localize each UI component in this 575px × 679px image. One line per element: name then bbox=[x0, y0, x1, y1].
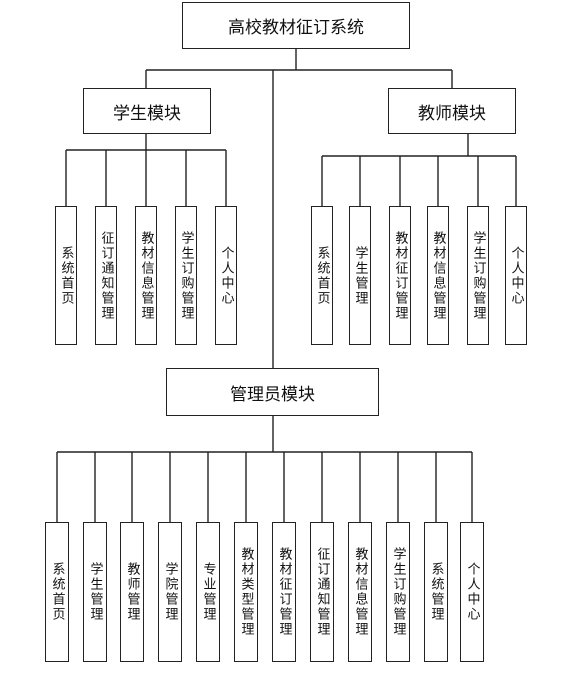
student-item-node: 教材信息管理 bbox=[135, 206, 157, 345]
student-module-node: 学生模块 bbox=[83, 88, 211, 134]
admin-item-node: 专业管理 bbox=[196, 522, 220, 662]
teacher-item-label: 教材信息管理 bbox=[430, 230, 446, 321]
teacher-item-node: 教材征订管理 bbox=[389, 206, 411, 345]
admin-item-node: 系统首页 bbox=[45, 522, 69, 662]
admin-item-label: 系统管理 bbox=[428, 562, 444, 622]
teacher-item-label: 学生管理 bbox=[352, 245, 368, 306]
student-item-label: 系统首页 bbox=[58, 245, 74, 306]
admin-module-node: 管理员模块 bbox=[166, 368, 379, 416]
student-item-node: 个人中心 bbox=[215, 206, 237, 345]
admin-item-label: 专业管理 bbox=[200, 562, 216, 622]
admin-item-node: 学生订购管理 bbox=[386, 522, 410, 662]
student-item-node: 学生订购管理 bbox=[175, 206, 197, 345]
teacher-item-node: 学生管理 bbox=[349, 206, 371, 345]
admin-item-node: 教材信息管理 bbox=[348, 522, 372, 662]
teacher-item-label: 学生订购管理 bbox=[470, 230, 486, 321]
admin-item-label: 学院管理 bbox=[162, 562, 178, 622]
admin-item-label: 教师管理 bbox=[124, 562, 140, 622]
student-item-label: 个人中心 bbox=[218, 245, 234, 306]
admin-module-label: 管理员模块 bbox=[230, 384, 315, 405]
student-item-label: 学生订购管理 bbox=[178, 230, 194, 321]
teacher-item-node: 学生订购管理 bbox=[467, 206, 489, 345]
admin-item-node: 教材征订管理 bbox=[272, 522, 296, 662]
admin-item-label: 学生订购管理 bbox=[390, 547, 406, 637]
teacher-item-label: 系统首页 bbox=[314, 245, 330, 306]
admin-item-label: 教材类型管理 bbox=[238, 547, 254, 637]
teacher-item-node: 系统首页 bbox=[311, 206, 333, 345]
teacher-item-node: 教材信息管理 bbox=[427, 206, 449, 345]
admin-item-node: 征订通知管理 bbox=[310, 522, 334, 662]
admin-item-label: 学生管理 bbox=[87, 562, 103, 622]
admin-item-label: 教材征订管理 bbox=[276, 547, 292, 637]
admin-item-node: 教师管理 bbox=[120, 522, 144, 662]
admin-item-node: 个人中心 bbox=[460, 522, 484, 662]
admin-item-node: 学生管理 bbox=[83, 522, 107, 662]
admin-item-node: 教材类型管理 bbox=[234, 522, 258, 662]
student-item-node: 系统首页 bbox=[55, 206, 77, 345]
teacher-item-label: 个人中心 bbox=[508, 245, 524, 306]
teacher-item-node: 个人中心 bbox=[505, 206, 527, 345]
admin-item-label: 系统首页 bbox=[49, 562, 65, 622]
teacher-module-label: 教师模块 bbox=[418, 103, 486, 124]
student-module-label: 学生模块 bbox=[113, 103, 181, 124]
teacher-module-node: 教师模块 bbox=[388, 88, 516, 134]
admin-item-node: 系统管理 bbox=[424, 522, 448, 662]
teacher-item-label: 教材征订管理 bbox=[392, 230, 408, 321]
admin-item-node: 学院管理 bbox=[158, 522, 182, 662]
root-label: 高校教材征订系统 bbox=[228, 18, 364, 38]
student-item-label: 征订通知管理 bbox=[98, 230, 114, 321]
admin-item-label: 教材信息管理 bbox=[352, 547, 368, 637]
admin-item-label: 征订通知管理 bbox=[314, 547, 330, 637]
root-node: 高校教材征订系统 bbox=[182, 2, 410, 49]
student-item-node: 征订通知管理 bbox=[95, 206, 117, 345]
student-item-label: 教材信息管理 bbox=[138, 230, 154, 321]
admin-item-label: 个人中心 bbox=[464, 562, 480, 622]
